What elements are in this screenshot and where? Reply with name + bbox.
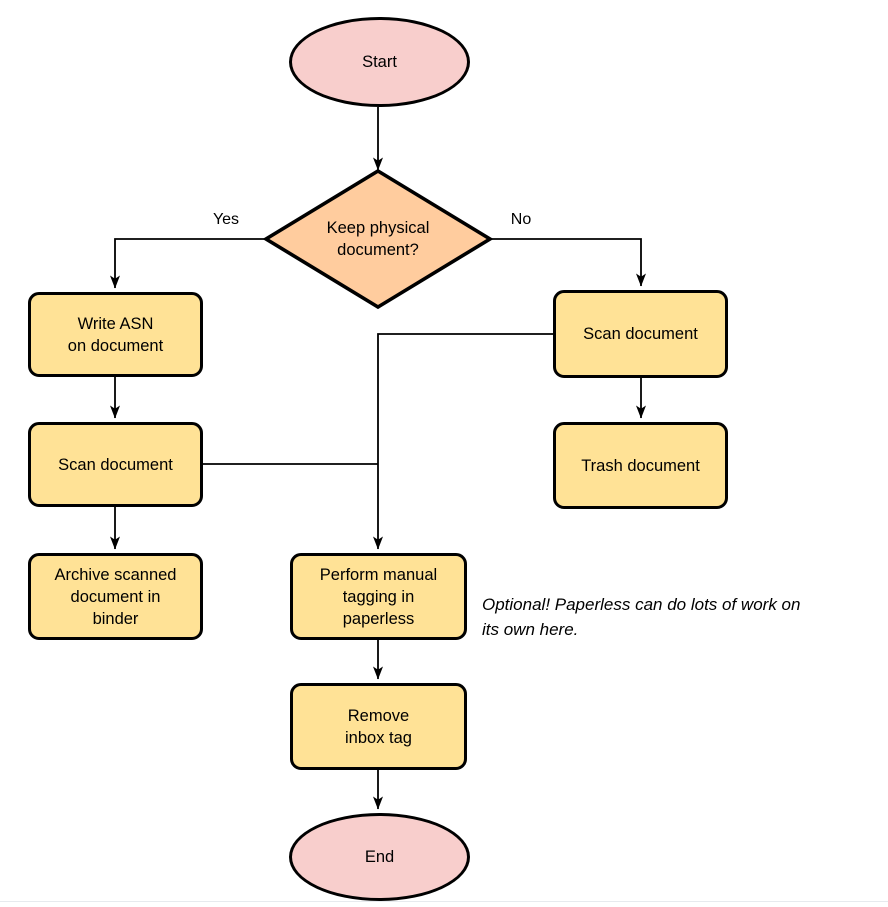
node-scan-document-left: Scan document xyxy=(28,422,203,507)
optional-note: Optional! Paperless can do lots of work … xyxy=(482,595,801,639)
node-write-asn: Write ASN on document xyxy=(28,292,203,377)
node-start: Start xyxy=(289,17,470,107)
edge-label-yes: Yes xyxy=(212,211,240,228)
node-remove-inbox-tag: Remove inbox tag xyxy=(290,683,467,770)
edge-label-no: No xyxy=(510,211,532,228)
bottom-divider xyxy=(0,901,888,902)
node-scan-document-right: Scan document xyxy=(553,290,728,378)
edge-decision-write-asn xyxy=(110,238,266,289)
node-archive-in-binder: Archive scanned document in binder xyxy=(28,553,203,640)
edge-decision-scan-right xyxy=(490,238,646,287)
decision-diamond-shape xyxy=(262,168,494,310)
node-manual-tagging: Perform manual tagging in paperless xyxy=(290,553,467,640)
edge-scan-right-tagging xyxy=(373,333,553,550)
node-decision-label: Keep physical document? xyxy=(326,219,430,259)
node-trash-document: Trash document xyxy=(553,422,728,509)
node-end: End xyxy=(289,813,470,901)
